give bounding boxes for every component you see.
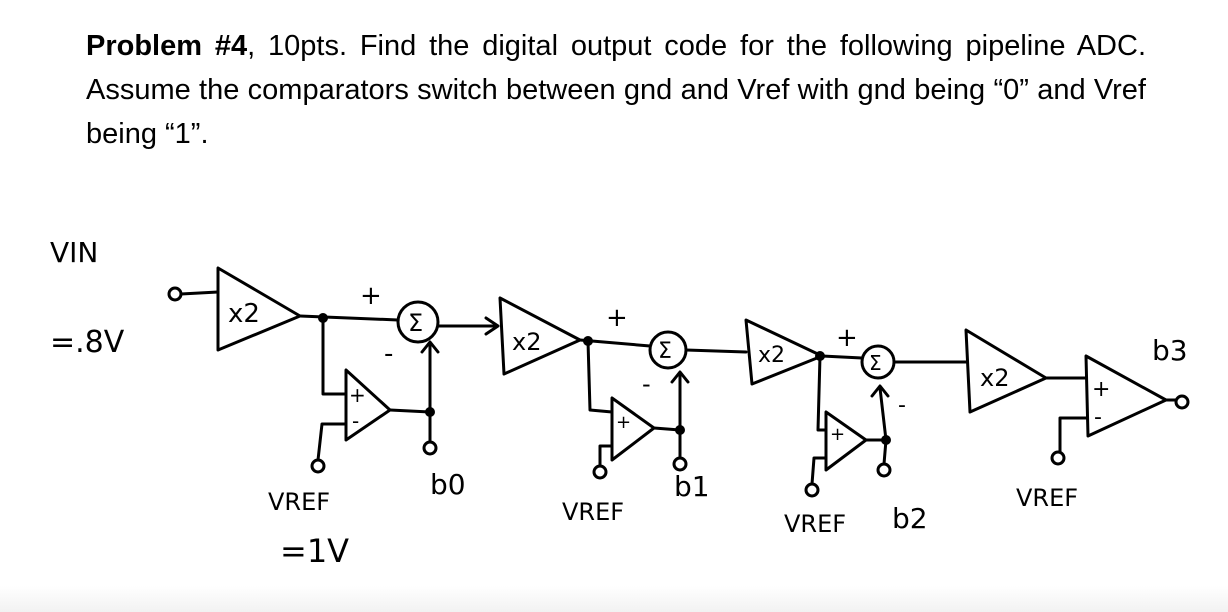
vref-label-1: VREF: [268, 488, 330, 516]
problem-body: , 10pts. Find the digital output code fo…: [86, 30, 1146, 150]
plus-sign-3: +: [836, 323, 858, 353]
vref-terminal-4: [1050, 450, 1066, 466]
gain-label-2: x2: [512, 328, 541, 356]
vin-terminal: [167, 286, 183, 302]
vin-value: =.8V: [50, 325, 125, 360]
comp-plus-2: +: [616, 412, 631, 433]
b3-terminal: [1174, 394, 1190, 410]
wire-s3-out: [820, 354, 864, 360]
comp-plus-3: +: [830, 424, 845, 445]
gain-amp-2: [498, 296, 582, 376]
wire-s2-to-comp: [586, 339, 614, 414]
summer-1: [396, 300, 440, 344]
wire-s1-to-comp: [321, 316, 348, 396]
wire-comp1-out: [388, 408, 432, 414]
minus-sign-3: -: [898, 393, 906, 418]
gain-label-3: x2: [758, 343, 785, 368]
comparator-2: [610, 396, 656, 462]
sum-symbol-1: Σ: [408, 309, 423, 337]
gain-amp-1: [216, 266, 302, 352]
vref-terminal-2: [592, 464, 608, 480]
problem-statement: Problem #4, 10pts. Find the digital outp…: [86, 24, 1146, 156]
wire-in: [179, 290, 220, 296]
bottom-edge-shade: [0, 586, 1228, 612]
wire-vref-3: [810, 456, 828, 486]
wire-s1-out: [298, 314, 400, 322]
wire-s3-to-comp: [816, 354, 828, 432]
minus-sign-2: -: [642, 370, 651, 398]
gain-amp-4: [964, 328, 1048, 414]
wire-vref-1: [316, 422, 348, 462]
gain-amp-3: [744, 318, 824, 386]
wire-sum1-to-s2: [436, 316, 500, 336]
comparator-1: [344, 368, 392, 442]
sum-symbol-2: Σ: [658, 339, 672, 364]
bit-label-3: b3: [1152, 334, 1188, 367]
wire-b2-down: [882, 438, 888, 466]
problem-number: Problem #4: [86, 30, 248, 62]
wire-vref-2: [598, 444, 614, 468]
comparator-4: [1084, 354, 1168, 438]
plus-sign-1: +: [360, 281, 382, 311]
plus-sign-2: +: [606, 303, 628, 333]
wire-sum2-to-s3: [684, 348, 748, 354]
vref-label-4: VREF: [1016, 484, 1078, 512]
gain-label-4: x2: [980, 364, 1009, 392]
bit-label-0: b0: [430, 468, 466, 501]
b2-terminal: [876, 462, 892, 478]
comp-plus-1: +: [349, 383, 366, 407]
wire-b1-feedback: [670, 370, 690, 432]
minus-sign-1: -: [384, 339, 393, 369]
vin-label: VIN: [50, 236, 98, 269]
vref-terminal-1: [310, 458, 326, 474]
bit-label-1: b1: [674, 470, 710, 503]
comp-minus-1: -: [352, 409, 359, 433]
wire-b2-feedback: [870, 384, 890, 442]
comp-minus-4: -: [1094, 405, 1102, 430]
vref-terminal-3: [804, 482, 820, 498]
vref-label-3: VREF: [784, 510, 846, 538]
b1-terminal: [672, 456, 688, 472]
comparator-3: [824, 410, 868, 472]
b0-terminal: [422, 440, 438, 456]
vref-value: =1V: [280, 532, 349, 570]
gain-label-1: x2: [228, 299, 260, 329]
wire-vref-4: [1058, 416, 1088, 454]
comp-plus-4: +: [1092, 377, 1110, 402]
sum-symbol-3: Σ: [869, 351, 882, 375]
wire-b0-feedback: [420, 340, 440, 414]
bit-label-2: b2: [892, 502, 928, 535]
vref-label-2: VREF: [562, 498, 624, 526]
